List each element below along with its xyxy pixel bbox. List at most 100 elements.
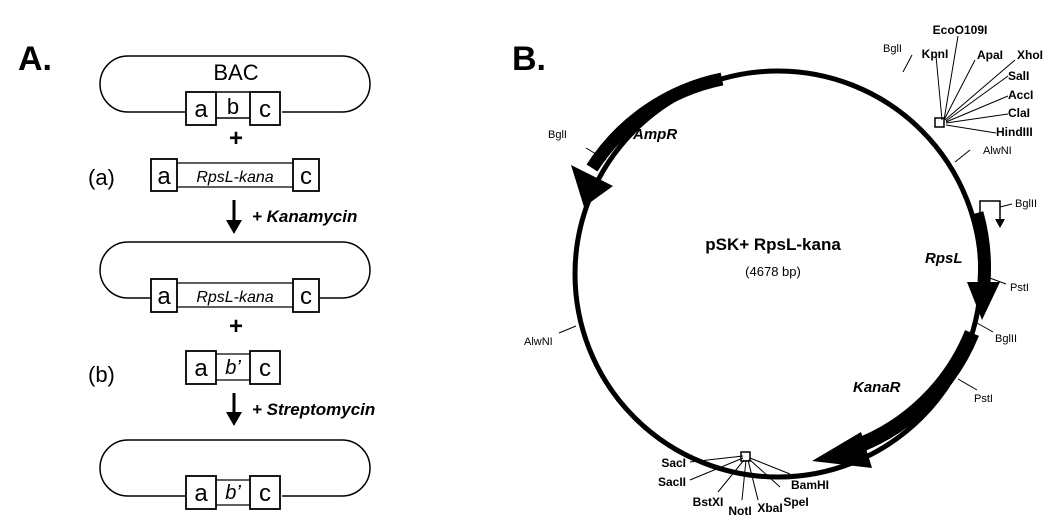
svg-text:SpeI: SpeI	[783, 495, 808, 509]
svg-text:BglI: BglI	[883, 43, 902, 55]
mcs-site-noti: NotI	[728, 459, 752, 518]
site-alwni-left: AlwNI	[524, 325, 577, 348]
kanar-label: KanaR	[853, 379, 901, 396]
loop2-c-label: c	[300, 283, 312, 310]
rpsl-gene-arrow	[967, 211, 1000, 320]
svg-text:KpnI: KpnI	[922, 47, 949, 61]
svg-text:ClaI: ClaI	[1008, 106, 1030, 120]
fragment-box-a	[185, 350, 217, 385]
panel-b-label: B.	[512, 40, 546, 78]
site-bglii-upper: BglII	[999, 198, 1037, 210]
svg-text:SacI: SacI	[661, 456, 686, 470]
svg-text:PstI: PstI	[974, 393, 993, 405]
promoter-marker	[979, 200, 1001, 220]
loop2-box-a	[150, 278, 178, 313]
step-a-cassette: (a) a RpsL-kana c	[88, 158, 320, 192]
bac-construct-2: a RpsL-kana c	[99, 241, 371, 313]
rpsl-label: RpsL	[925, 250, 963, 267]
plasmid-name: pSK+ RpsL-kana	[705, 235, 841, 254]
mcs-site-saci: SacI	[661, 455, 744, 470]
box-c-label: c	[259, 96, 271, 123]
ampr-gene-arrow	[571, 72, 724, 207]
final-bprime-label: b’	[225, 482, 241, 504]
kanamycin-label: + Kanamycin	[252, 207, 357, 226]
svg-text:HindIII: HindIII	[996, 125, 1033, 139]
step-b-fragment: (b) a b’ c	[88, 350, 281, 387]
svg-text:AccI: AccI	[1008, 88, 1033, 102]
promoter-arrowhead	[995, 219, 1005, 228]
svg-text:NotI: NotI	[728, 504, 751, 518]
mcs-site-ecoo109i: EcoO109I	[933, 23, 988, 121]
svg-text:SacII: SacII	[658, 475, 686, 489]
svg-text:BglII: BglII	[995, 333, 1017, 345]
site-bgli-top: BglI	[883, 43, 913, 73]
svg-text:XhoI: XhoI	[1017, 48, 1043, 62]
loop2-box-c	[292, 278, 320, 313]
cassette-a-label: a	[157, 163, 171, 190]
loop2-cassette-label: RpsL-kana	[196, 289, 273, 306]
mcs-site-hindiii: HindIII	[945, 124, 1033, 139]
svg-text:SalI: SalI	[1008, 69, 1029, 83]
svg-text:XbaI: XbaI	[757, 501, 782, 515]
cassette-c-label: c	[300, 163, 312, 190]
final-c-label: c	[259, 480, 271, 507]
loop2-a-label: a	[157, 283, 171, 310]
mcs-site-bstxi: BstXI	[693, 459, 745, 509]
step-a-tag: (a)	[88, 165, 115, 190]
mcs-site-xhoi: XhoI	[944, 48, 1043, 121]
mcs-site-kpni: KpnI	[922, 47, 949, 121]
svg-text:BglI: BglI	[548, 129, 567, 141]
svg-text:BstXI: BstXI	[693, 495, 724, 509]
bac-construct-3: a b’ c	[99, 439, 371, 510]
fragment-c-label: c	[259, 355, 271, 382]
svg-text:PstI: PstI	[1010, 282, 1029, 294]
svg-text:AlwNI: AlwNI	[524, 336, 553, 348]
svg-text:AlwNI: AlwNI	[983, 145, 1012, 157]
svg-text:BglII: BglII	[1015, 198, 1037, 210]
box-b-label: b	[227, 94, 239, 119]
bac-title: BAC	[213, 60, 258, 85]
mcs-site-clai: ClaI	[945, 106, 1030, 124]
step-b-tag: (b)	[88, 362, 115, 387]
mcs-top-marker	[934, 117, 945, 128]
site-alwni-right: AlwNI	[954, 145, 1012, 163]
cassette-label: RpsL-kana	[196, 169, 273, 186]
svg-text:EcoO109I: EcoO109I	[933, 23, 988, 37]
fragment-box-c	[249, 350, 281, 385]
plus-sign-1: +	[229, 125, 243, 152]
site-bglii-lower: BglII	[976, 322, 1017, 345]
mcs-site-spei: SpeI	[748, 458, 809, 509]
plasmid-size: (4678 bp)	[745, 264, 801, 279]
mcs-site-sacii: SacII	[658, 457, 744, 489]
panel-a-label: A.	[18, 40, 52, 78]
site-psti-lower: PstI	[957, 378, 993, 405]
box-a-label: a	[194, 96, 208, 123]
box-c	[249, 91, 281, 126]
box-a	[185, 91, 217, 126]
final-box-a	[185, 475, 217, 510]
kanar-gene-arrow	[812, 330, 979, 468]
kanamycin-arrow: + Kanamycin	[226, 200, 357, 234]
fragment-a-label: a	[194, 355, 208, 382]
svg-text:ApaI: ApaI	[977, 48, 1003, 62]
streptomycin-arrow: + Streptomycin	[226, 393, 375, 426]
mcs-site-apai: ApaI	[943, 48, 1003, 121]
svg-text:BamHI: BamHI	[791, 478, 829, 492]
mcs-site-bamhi: BamHI	[749, 457, 829, 492]
ampr-label: AmpR	[632, 126, 677, 143]
final-a-label: a	[194, 480, 208, 507]
site-psti-upper: PstI	[986, 276, 1029, 294]
bac-construct-1: BAC a b c	[99, 55, 371, 126]
mcs-site-acci: AccI	[945, 88, 1033, 123]
cassette-box-c	[292, 158, 320, 192]
mcs-site-xbai: XbaI	[747, 459, 783, 515]
site-bgli-left: BglI	[548, 129, 607, 161]
final-box-c	[249, 475, 281, 510]
cassette-box-a	[150, 158, 178, 192]
mcs-top-sites: EcoO109I KpnI ApaI XhoI SalI AccI ClaI HindIII	[922, 23, 1043, 139]
plus-sign-2: +	[229, 313, 243, 340]
mcs-site-sali: SalI	[945, 69, 1029, 122]
fragment-bprime-label: b’	[225, 357, 241, 379]
